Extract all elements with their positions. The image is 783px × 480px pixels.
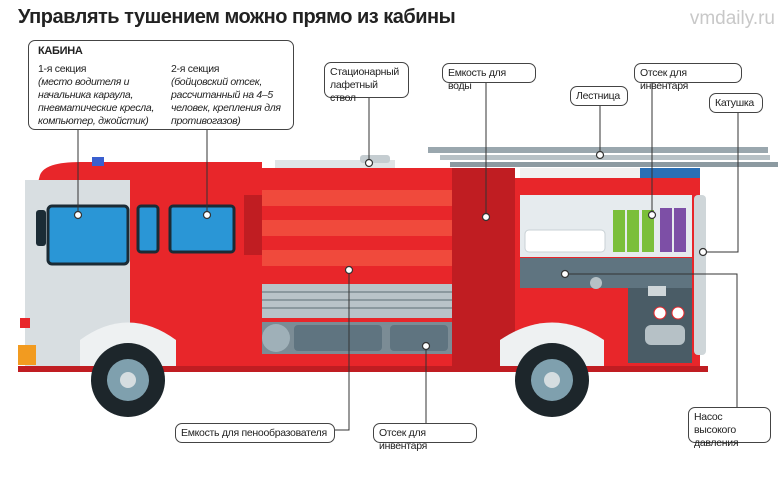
monitor-nozzle xyxy=(360,155,390,163)
callout-foam-tank: Емкость для пенообразователя xyxy=(175,423,335,443)
cabin-section-1: 1-я секция (место водителя и начальника … xyxy=(38,63,173,128)
hose-reel-shape xyxy=(694,195,706,355)
callout-dots xyxy=(73,150,708,351)
section-1-label: 1-я секция xyxy=(38,63,87,75)
cabin-callout: КАБИНА 1-я секция (место водителя и нача… xyxy=(28,40,294,130)
callout-monitor: Стационарный лафетный ствол xyxy=(324,62,409,104)
foam-tank-shape xyxy=(294,325,382,351)
callout-inventory-bottom: Отсек для инвентаря xyxy=(373,423,477,452)
callout-reel: Катушка xyxy=(709,93,763,113)
cabin-heading: КАБИНА xyxy=(38,45,83,57)
callout-inventory-top: Отсек для инвентаря xyxy=(634,63,742,92)
callout-ladder: Лестница xyxy=(570,86,628,106)
callout-pump: Насос высокого давления xyxy=(688,407,771,449)
page-title: Управлять тушением можно прямо из кабины xyxy=(18,6,456,28)
cabin-window-1 xyxy=(46,204,130,266)
section-2-label: 2-я секция xyxy=(171,63,220,75)
cabin-section-2: 2-я секция (бойцовский отсек, рассчитанн… xyxy=(171,63,291,128)
section-2-details: (бойцовский отсек, рассчитанный на 4–5 ч… xyxy=(171,76,281,127)
front-wheel xyxy=(91,343,165,417)
watermark: vmdaily.ru xyxy=(689,8,775,29)
ladder xyxy=(428,147,778,167)
beacon xyxy=(92,157,104,166)
section-1-details: (место водителя и начальника караула, пн… xyxy=(38,76,155,127)
rear-wheel xyxy=(515,343,589,417)
leader-lines xyxy=(77,82,739,431)
cabin-window-2 xyxy=(168,204,236,254)
callout-water-tank: Емкость для воды xyxy=(442,63,536,92)
